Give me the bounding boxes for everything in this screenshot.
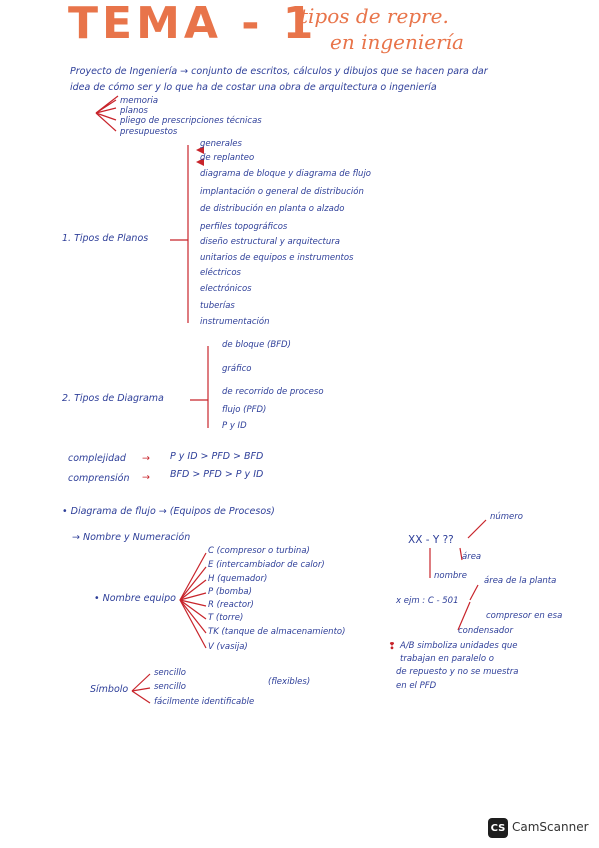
plano-item: diagrama de bloque y diagrama de flujo <box>200 169 372 179</box>
nota-line3: de repuesto y no se muestra <box>396 667 519 677</box>
intro-item-presupuestos: presupuestos <box>120 127 178 137</box>
equipo-item: C (compresor o turbina) <box>208 546 310 556</box>
arrow-right-icon: → <box>142 472 150 483</box>
equipo-item: E (intercambiador de calor) <box>208 560 325 570</box>
codigo-area-planta: área de la planta <box>484 576 557 586</box>
plano-item: de distribución en planta o alzado <box>200 204 345 214</box>
diagramas-label: 2. Tipos de Diagrama <box>62 393 164 404</box>
codigo-nombre: nombre <box>434 571 467 581</box>
title-line2: en ingeniería <box>330 30 464 54</box>
intro-line1: Proyecto de Ingeniería → conjunto de esc… <box>70 66 488 77</box>
plano-item: instrumentación <box>200 317 270 327</box>
nombre-equipo-label: • Nombre equipo <box>94 593 176 604</box>
plano-item: electrónicos <box>200 284 252 294</box>
equipo-item: TK (tanque de almacenamiento) <box>208 627 346 637</box>
codigo-pattern: XX - Y ?? <box>408 534 454 546</box>
codigo-ejemplo: x ejm : C - 501 <box>396 596 459 606</box>
camscanner-logo: CS <box>488 818 508 838</box>
nota-line4: en el PFD <box>396 681 437 691</box>
complejidad-label: complejidad <box>68 453 126 464</box>
plano-item: implantación o general de distribución <box>200 187 364 197</box>
title-tema: TEMA - 1 <box>68 0 318 49</box>
simbolo-item: sencillo <box>154 682 187 692</box>
plano-item: generales <box>200 139 242 149</box>
intro-line2: idea de cómo ser y lo que ha de costar u… <box>70 82 437 93</box>
nota-line1: A/B simboliza unidades que <box>400 641 518 651</box>
planos-label: 1. Tipos de Planos <box>62 233 149 244</box>
complejidad-value: P y ID > PFD > BFD <box>170 451 264 462</box>
simbolo-item: fácilmente identificable <box>154 697 255 707</box>
nota-line2: trabajan en paralelo o <box>400 654 494 664</box>
diagrama-item: flujo (PFD) <box>222 405 267 415</box>
title-line1: tipos de repre. <box>300 4 449 28</box>
equipo-item: P (bomba) <box>208 587 252 597</box>
plano-item: de replanteo <box>200 153 255 163</box>
diagrama-item: de bloque (BFD) <box>222 340 291 350</box>
codigo-numero: número <box>490 512 523 522</box>
intro-item-planos: planos <box>120 106 148 116</box>
flujo-heading: • Diagrama de flujo → (Equipos de Proces… <box>62 506 275 517</box>
codigo-condensador: condensador <box>458 626 514 636</box>
plano-item: unitarios de equipos e instrumentos <box>200 253 354 263</box>
comprension-label: comprensión <box>68 473 130 484</box>
plano-item: perfiles topográficos <box>200 222 288 232</box>
diagrama-item: gráfico <box>222 364 252 374</box>
camscanner-brand: CamScanner <box>512 820 589 834</box>
codigo-area: área <box>462 552 482 562</box>
comprension-value: BFD > PFD > P y ID <box>170 469 264 480</box>
simbolo-label: Símbolo <box>90 684 129 695</box>
intro-item-memoria: memoria <box>120 96 159 106</box>
equipo-item: T (torre) <box>208 613 244 623</box>
equipo-item: R (reactor) <box>208 600 254 610</box>
arrow-right-icon: → <box>142 453 150 464</box>
simbolo-flexibles: (flexibles) <box>268 677 311 687</box>
equipo-item: H (quemador) <box>208 574 268 584</box>
flujo-nombre-line: → Nombre y Numeración <box>72 532 191 543</box>
nota-marker: ❢ <box>388 641 396 652</box>
simbolo-item: sencillo <box>154 668 187 678</box>
diagrama-item: P y ID <box>222 421 247 431</box>
intro-item-pliego: pliego de prescripciones técnicas <box>120 116 262 126</box>
diagrama-item: de recorrido de proceso <box>222 387 324 397</box>
codigo-compresor: compresor en esa <box>486 611 563 621</box>
plano-item: eléctricos <box>200 268 241 278</box>
plano-item: tuberías <box>200 301 235 311</box>
plano-item: diseño estructural y arquitectura <box>200 237 340 247</box>
equipo-item: V (vasija) <box>208 642 248 652</box>
